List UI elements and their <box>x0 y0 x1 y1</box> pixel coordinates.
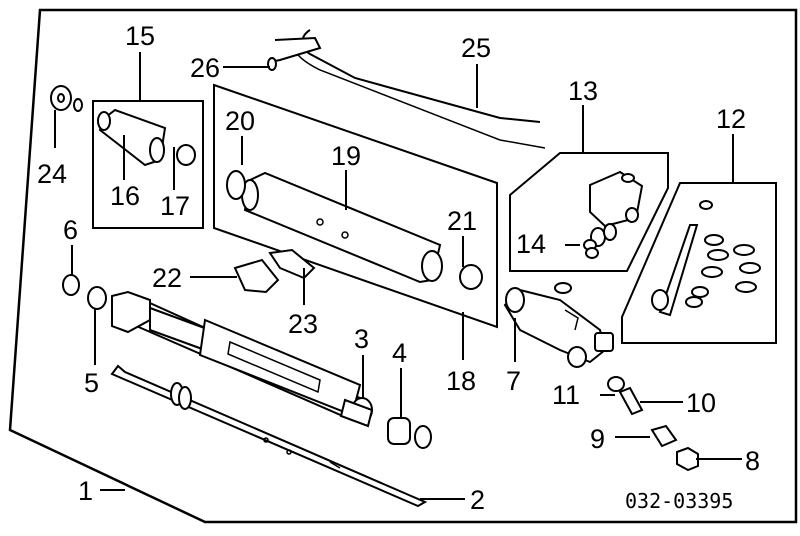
callout-21: 21 <box>447 206 477 236</box>
part-6-ring <box>62 274 80 296</box>
callout-3: 3 <box>354 324 369 354</box>
callout-17: 17 <box>160 191 190 221</box>
part-15-boot <box>97 108 196 167</box>
callout-20: 20 <box>225 106 255 136</box>
callout-18: 18 <box>446 366 476 396</box>
callout-23: 23 <box>288 309 318 339</box>
callout-19: 19 <box>331 141 361 171</box>
part-22-bracket <box>233 258 280 294</box>
part-21-clip <box>459 264 483 290</box>
part-8-nut <box>676 446 699 472</box>
callout-2: 2 <box>470 485 485 515</box>
part-20-clip <box>226 170 246 200</box>
callout-10: 10 <box>686 388 716 418</box>
valve-body <box>503 282 614 368</box>
part-10-tube <box>618 386 644 416</box>
part-12-kit <box>651 200 761 317</box>
callout-6: 6 <box>63 215 78 245</box>
rack-shaft <box>110 364 428 508</box>
callout-24: 24 <box>37 159 67 189</box>
part-26-pipe <box>269 36 322 63</box>
part-5-seal <box>87 286 107 310</box>
callout-5: 5 <box>84 368 99 398</box>
part-26-fitting <box>267 57 277 71</box>
part-14-orings <box>583 239 599 259</box>
callout-8: 8 <box>745 446 760 476</box>
callout-15: 15 <box>125 21 155 51</box>
callout-26: 26 <box>190 53 220 83</box>
part-25-pipe <box>301 29 541 123</box>
leader-lines <box>54 52 742 500</box>
part-4-holder <box>387 417 432 449</box>
outer-frame <box>8 8 798 524</box>
callout-9: 9 <box>590 424 605 454</box>
callout-1: 1 <box>78 476 93 506</box>
callout-7: 7 <box>506 366 521 396</box>
part-24-washer <box>50 85 83 112</box>
callout-22: 22 <box>152 263 182 293</box>
part-3-bushing <box>339 398 374 428</box>
rack-housing <box>111 290 373 423</box>
part-19-boot <box>241 171 443 284</box>
callout-4: 4 <box>392 338 407 368</box>
callout-12: 12 <box>716 104 746 134</box>
callout-11: 11 <box>552 380 580 410</box>
part-9-sleeve <box>650 424 678 448</box>
callout-14: 14 <box>516 229 546 259</box>
callout-16: 16 <box>110 181 140 211</box>
part-11-fitting <box>607 376 625 392</box>
callout-13: 13 <box>568 76 598 106</box>
reference-code: 032-03395 <box>625 489 733 513</box>
callout-25: 25 <box>461 33 491 63</box>
